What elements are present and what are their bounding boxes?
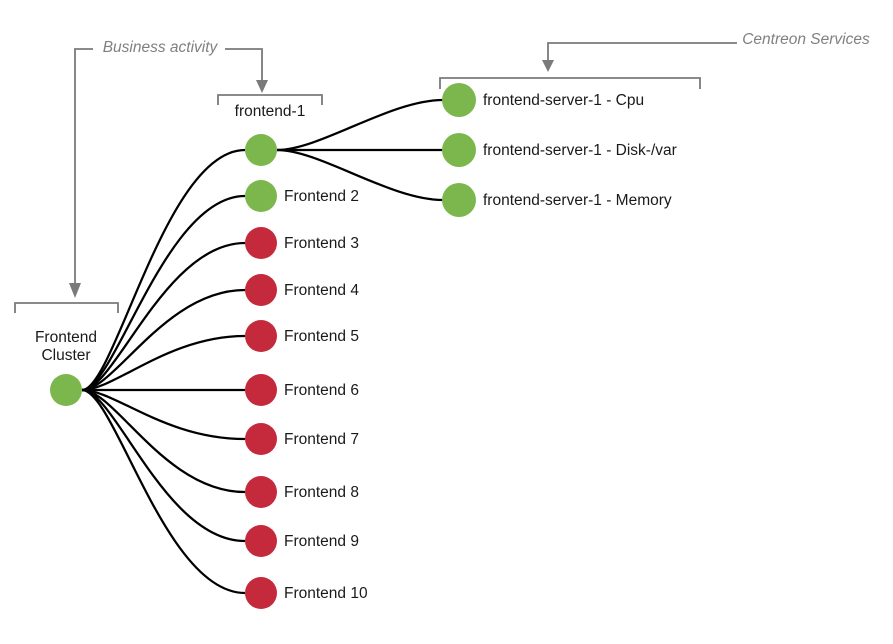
node-frontend-1: [245, 134, 277, 166]
edge-frontend1-to-memory: [276, 148, 444, 202]
edge-root-to-frontend-9: [81, 388, 246, 543]
service-disk-label: frontend-server-1 - Disk-/var: [483, 142, 677, 159]
business-activity-right-connector: [225, 48, 263, 80]
node-labels: Frontend Cluster frontend-1 Frontend 2 F…: [35, 92, 677, 602]
down-arrow-icon: [256, 80, 268, 93]
root-label-line1: Frontend: [35, 329, 97, 346]
annotation-arrowheads: [69, 60, 554, 298]
annotation-callouts: [14, 42, 737, 313]
frontend-6-label: Frontend 6: [284, 382, 359, 399]
root-label-line2: Cluster: [41, 347, 90, 364]
frontend-9-label: Frontend 9: [284, 533, 359, 550]
centreon-services-connector: [547, 42, 737, 60]
frontend-7-label: Frontend 7: [284, 431, 359, 448]
down-arrow-icon: [69, 283, 81, 298]
edge-root-to-frontend-7: [81, 388, 246, 441]
node-frontend-10: [245, 577, 277, 609]
frontend-4-label: Frontend 4: [284, 282, 359, 299]
frontend-cluster-bracket: [14, 302, 119, 313]
frontend-8-label: Frontend 8: [284, 484, 359, 501]
down-arrow-icon: [542, 60, 554, 72]
node-frontend-4: [245, 274, 277, 306]
node-service-memory: [442, 183, 476, 217]
tree-edges: [81, 98, 444, 595]
frontend-1-bracket: [217, 94, 323, 105]
node-frontend-5: [245, 320, 277, 352]
node-frontend-9: [245, 525, 277, 557]
edge-root-to-frontend-2: [81, 194, 246, 392]
business-activity-left-connector: [74, 48, 93, 283]
edge-root-to-frontend-4: [81, 288, 246, 392]
centreon-services-label: Centreon Services: [742, 31, 870, 48]
node-frontend-2: [245, 180, 277, 212]
business-activity-label: Business activity: [103, 39, 219, 56]
frontend-10-label: Frontend 10: [284, 585, 368, 602]
edge-root-to-frontend-10: [81, 388, 246, 595]
node-frontend-3: [245, 227, 277, 259]
node-frontend-6: [245, 374, 277, 406]
edge-root-to-frontend-3: [81, 241, 246, 392]
services-bracket: [439, 77, 701, 89]
frontend-2-label: Frontend 2: [284, 188, 359, 205]
node-frontend-8: [245, 476, 277, 508]
frontend-3-label: Frontend 3: [284, 235, 359, 252]
service-cpu-label: frontend-server-1 - Cpu: [483, 92, 644, 109]
edge-root-to-frontend-5: [81, 334, 246, 392]
edge-frontend1-to-cpu: [276, 98, 444, 152]
service-memory-label: frontend-server-1 - Memory: [483, 192, 672, 209]
node-frontend-cluster: [50, 374, 82, 406]
node-service-cpu: [442, 83, 476, 117]
node-frontend-7: [245, 423, 277, 455]
edge-root-to-frontend-1: [81, 148, 246, 392]
edge-root-to-frontend-8: [81, 388, 246, 494]
frontend-5-label: Frontend 5: [284, 328, 359, 345]
frontend-1-label: frontend-1: [235, 103, 306, 120]
nodes: [50, 83, 476, 609]
node-service-disk: [442, 133, 476, 167]
